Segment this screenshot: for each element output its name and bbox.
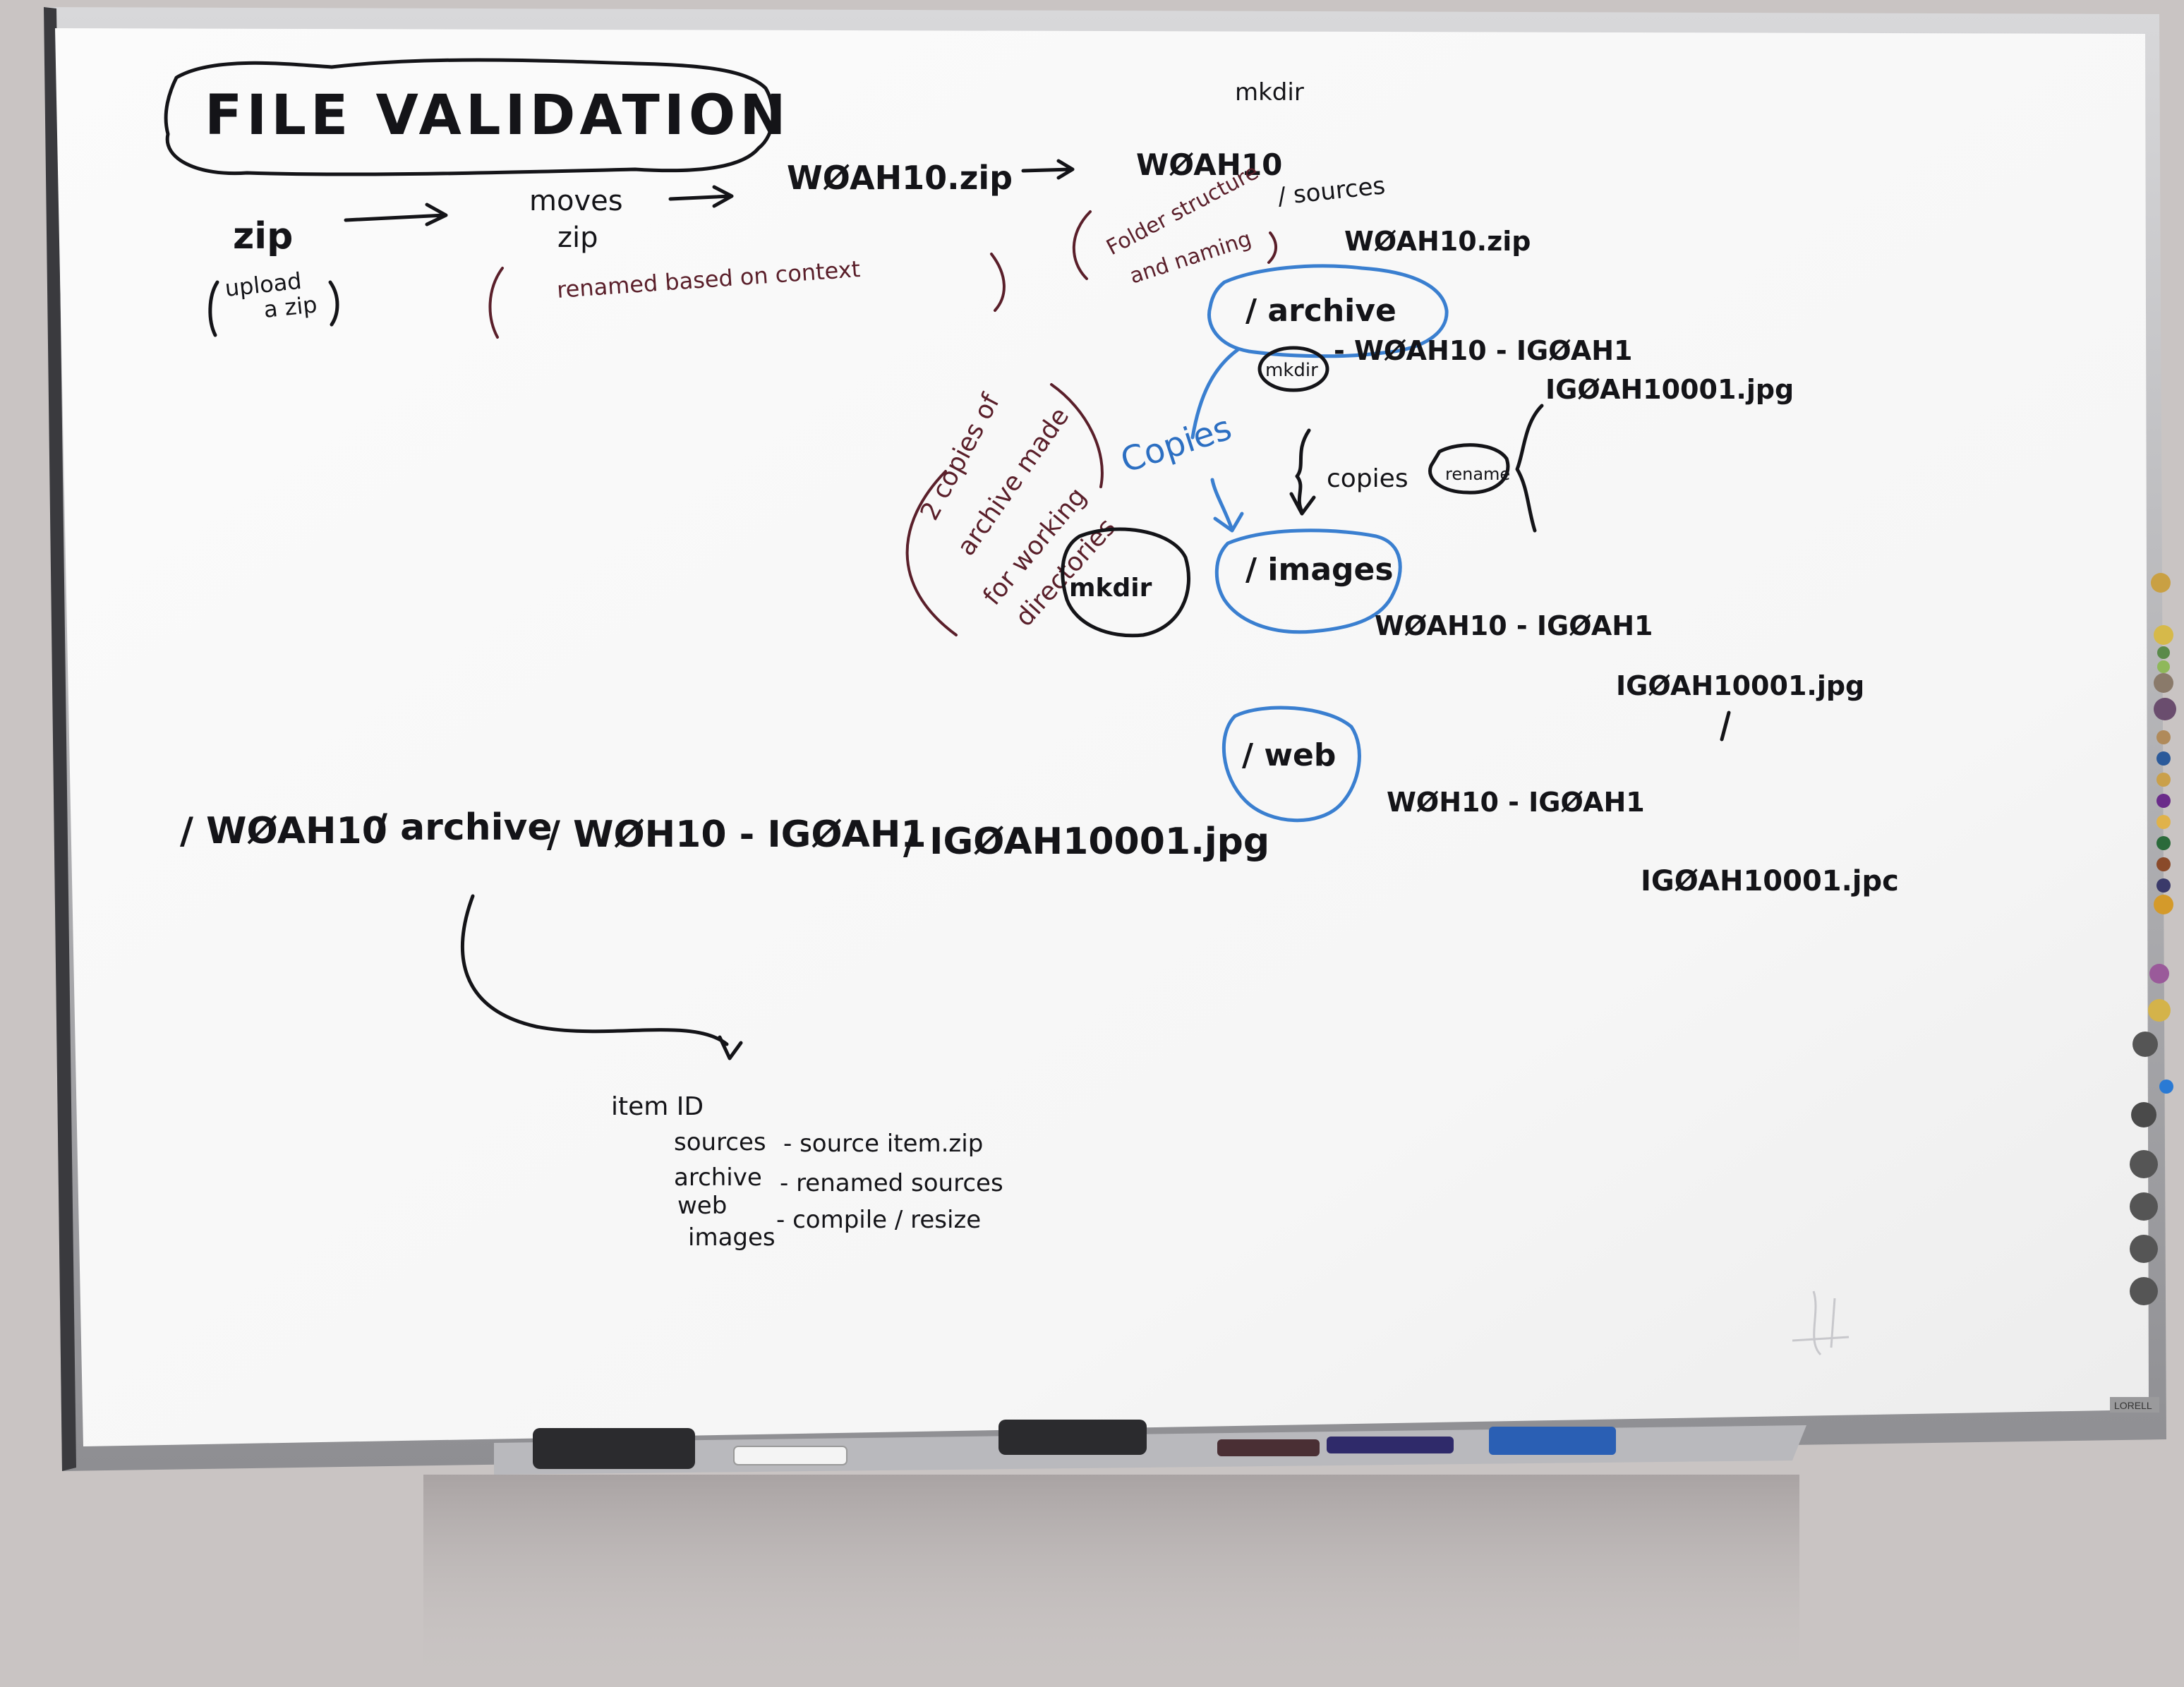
legend-row-desc: - renamed sources xyxy=(780,1169,1003,1197)
path-seg-2: / archive xyxy=(374,806,553,849)
title-cloud xyxy=(164,58,775,176)
path-seg-3: / WØH10 - IGØAH1 xyxy=(547,814,927,856)
mkdir-small-label: mkdir xyxy=(1265,360,1318,381)
path-seg-4: / IGØAH10001.jpg xyxy=(903,821,1269,863)
wall-shadow xyxy=(423,1475,1799,1686)
folder-paren-right xyxy=(1267,231,1277,264)
arrow-moves-to-zipfile xyxy=(668,185,734,208)
folder-name-label: WØAH10 xyxy=(1136,147,1282,182)
web-item-folder: WØH10 - IGØAH1 xyxy=(1387,787,1645,818)
board-surface xyxy=(55,28,2149,1446)
rename-cloud xyxy=(1428,443,1510,495)
images-file-tick xyxy=(1720,711,1731,742)
moves-label-2: zip xyxy=(557,222,598,254)
brand-label: LORELL xyxy=(2114,1400,2152,1411)
archive-item-folder: - WØAH10 - IGØAH1 xyxy=(1334,335,1633,366)
copies-blue-arrow xyxy=(1210,478,1244,533)
zip-file-label: WØAH10.zip xyxy=(787,159,1013,197)
web-cloud xyxy=(1221,706,1361,823)
marker-white[interactable] xyxy=(733,1446,847,1465)
arrow-zip-to-moves xyxy=(344,202,448,226)
zip-label: zip xyxy=(233,215,293,258)
images-cloud xyxy=(1214,528,1402,634)
upload-paren-right xyxy=(328,280,339,327)
mkdir-top-label: mkdir xyxy=(1235,78,1304,107)
folder-paren-left xyxy=(1072,210,1092,280)
marker-dark[interactable] xyxy=(1217,1439,1320,1456)
web-file: IGØAH10001.jpc xyxy=(1641,865,1899,897)
marker-blue[interactable] xyxy=(1489,1427,1616,1455)
maroon-paren-left xyxy=(905,470,958,636)
mkdir-small-circle xyxy=(1257,346,1329,392)
moves-label-1: moves xyxy=(529,185,623,217)
path-to-legend-arrow xyxy=(460,894,743,1060)
images-item-folder: WØAH10 - IGØAH1 xyxy=(1375,610,1653,641)
ghost-sketch xyxy=(1792,1290,1850,1356)
mkdir-big-label: mkdir xyxy=(1069,574,1152,603)
rename-label: rename xyxy=(1445,464,1510,484)
legend-list: sources - source item.zip archive - rena… xyxy=(674,1128,1003,1252)
legend-row-name: archive xyxy=(674,1163,762,1192)
images-label: / images xyxy=(1245,552,1394,588)
path-seg-1: / WØAH10 xyxy=(180,810,387,852)
archive-cloud xyxy=(1207,264,1449,358)
archive-label: / archive xyxy=(1245,293,1396,329)
legend-heading: item ID xyxy=(611,1092,704,1121)
legend-row-name: images xyxy=(688,1223,776,1252)
path-line: / WØAH10 / archive / WØH10 - IGØAH1 / IG… xyxy=(180,806,1269,863)
mkdir-big-circle xyxy=(1061,527,1190,638)
renamed-paren-right xyxy=(990,253,1006,312)
legend-row-name: sources xyxy=(674,1128,766,1156)
web-label: / web xyxy=(1242,737,1336,773)
archive-file: IGØAH10001.jpg xyxy=(1545,374,1794,405)
images-file: IGØAH10001.jpg xyxy=(1616,670,1864,701)
copies-brace xyxy=(1289,428,1316,516)
board-title: FILE VALIDATION xyxy=(205,84,790,147)
magnet-column xyxy=(2130,573,2176,1305)
legend-row-name: web xyxy=(677,1192,727,1220)
legend-row-desc: - source item.zip xyxy=(783,1130,983,1158)
brand-plate xyxy=(2110,1397,2159,1413)
arrow-zipfile-to-folder xyxy=(1021,159,1075,180)
board-frame-left-edge xyxy=(44,7,76,1471)
eraser-left[interactable] xyxy=(533,1428,695,1469)
sources-zip-label: WØAH10.zip xyxy=(1344,226,1531,257)
archive-to-images-curve xyxy=(1190,347,1241,440)
copies-black-label: copies xyxy=(1327,464,1408,493)
renamed-paren-left xyxy=(488,267,504,339)
upload-note-2: a zip xyxy=(263,291,318,323)
bracket-right xyxy=(1515,404,1544,533)
legend-row-desc: - compile / resize xyxy=(776,1206,981,1234)
eraser-right[interactable] xyxy=(999,1420,1147,1455)
marker-purple[interactable] xyxy=(1327,1437,1454,1453)
maroon-paren-right xyxy=(1050,383,1104,488)
upload-paren-left xyxy=(208,280,219,337)
